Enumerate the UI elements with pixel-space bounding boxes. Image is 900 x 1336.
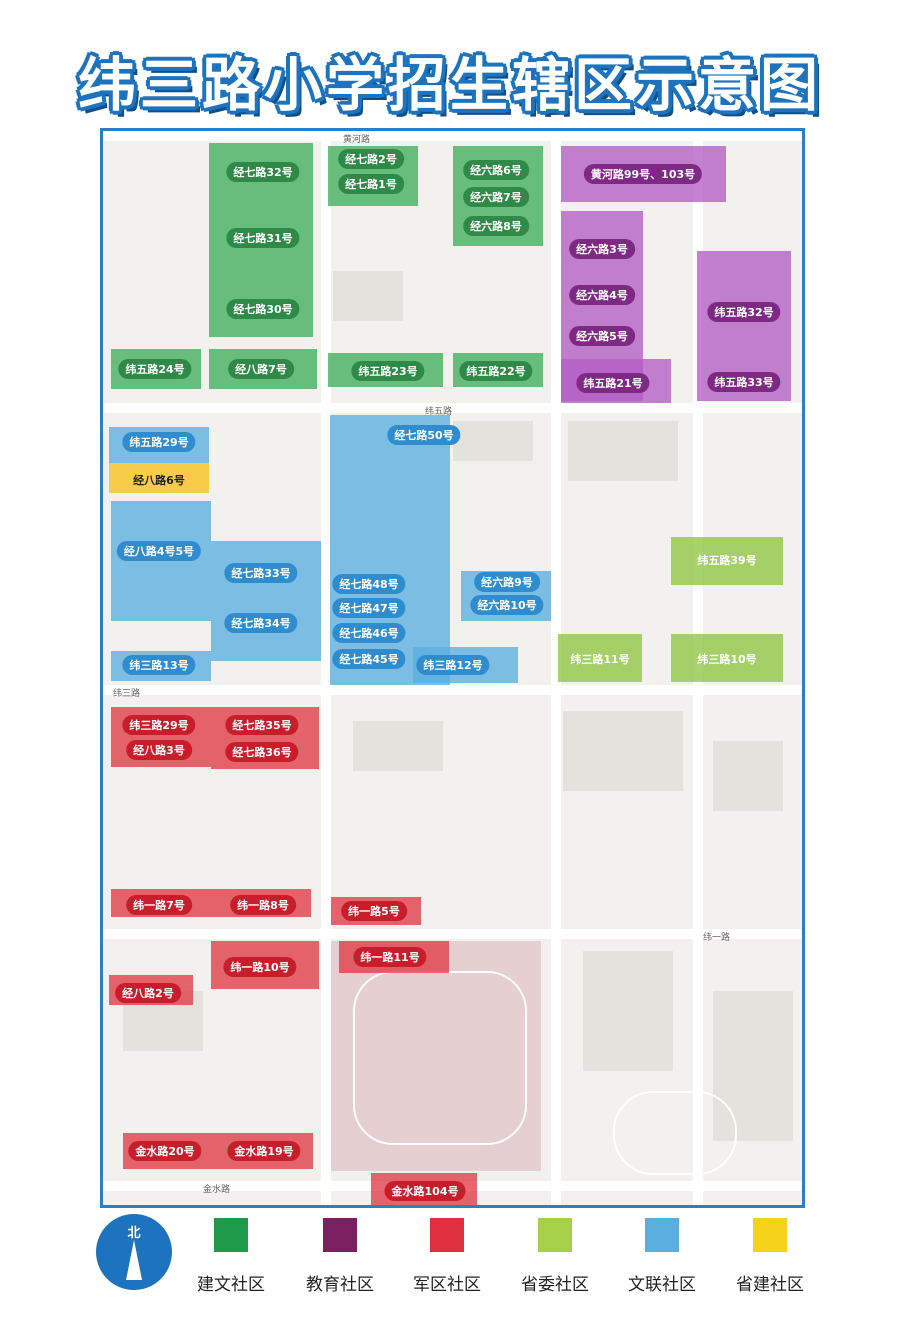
map-title: 纬三路小学招生辖区示意图 [77, 51, 822, 119]
street-wei1 [103, 929, 802, 939]
street-label-wei5: 纬五路 [425, 407, 453, 417]
zone-label: 经六路10号 [470, 595, 544, 615]
legend-swatch [645, 1218, 679, 1252]
zone-label: 经七路46号 [332, 623, 406, 643]
street-wei5 [103, 403, 802, 413]
zone-area [211, 541, 321, 661]
zone-label: 经七路36号 [225, 742, 299, 762]
legend-swatch [430, 1218, 464, 1252]
zone-label: 经七路48号 [332, 574, 406, 594]
legend-label: 文联社区 [628, 1275, 696, 1295]
zone-label: 经七路50号 [387, 425, 461, 445]
zone-label: 经七路2号 [338, 149, 404, 169]
zone-label: 经七路35号 [225, 715, 299, 735]
zone-label: 经六路8号 [463, 216, 529, 236]
street-jing6 [551, 131, 561, 1205]
zone-label: 纬五路32号 [707, 302, 781, 322]
zone-label: 黄河路99号、103号 [583, 164, 703, 184]
zone-label: 纬五路23号 [351, 361, 425, 381]
zone-label: 纬一路7号 [126, 895, 192, 915]
legend-swatch [538, 1218, 572, 1252]
legend-item: 教育社区 [285, 1218, 395, 1295]
zone-label: 纬五路29号 [122, 432, 196, 452]
zone-label: 经八路6号 [133, 474, 185, 487]
zone-label: 金水路19号 [227, 1141, 301, 1161]
zone-label: 纬三路11号 [570, 653, 630, 666]
legend-label: 教育社区 [306, 1275, 374, 1295]
street-jing7 [321, 131, 331, 1205]
zone-label: 纬五路22号 [459, 361, 533, 381]
north-arrow-icon [126, 1240, 142, 1280]
legend-swatch [214, 1218, 248, 1252]
legend-label: 军区社区 [413, 1275, 481, 1295]
zone-label: 纬五路33号 [707, 372, 781, 392]
legend-item: 文联社区 [607, 1218, 717, 1295]
zone-label: 纬一路11号 [353, 947, 427, 967]
zone-label: 经七路33号 [224, 563, 298, 583]
zone-label: 纬五路24号 [118, 359, 192, 379]
legend-item: 军区社区 [392, 1218, 502, 1295]
compass-north-label: 北 [127, 1226, 141, 1241]
legend-label: 省建社区 [736, 1275, 804, 1295]
zone-area [671, 634, 783, 682]
map-block [568, 421, 678, 481]
map-block [333, 271, 403, 321]
zone-label: 金水路104号 [384, 1181, 466, 1201]
zone-label: 纬五路21号 [576, 373, 650, 393]
legend-label: 建文社区 [197, 1275, 265, 1295]
stadium-track [353, 971, 527, 1145]
zone-label: 经六路9号 [474, 572, 540, 592]
street-label-wei3: 纬三路 [113, 689, 141, 699]
legend-swatch [323, 1218, 357, 1252]
street-huanghe [103, 131, 802, 141]
map-block [453, 421, 533, 461]
zone-area [111, 501, 211, 621]
zone-label: 经六路4号 [569, 285, 635, 305]
map-block [583, 951, 673, 1071]
zone-label: 金水路20号 [128, 1141, 202, 1161]
zone-area [558, 634, 642, 682]
zone-label: 经七路45号 [332, 649, 406, 669]
street-label-jinshui: 金水路 [203, 1185, 231, 1195]
district-map: 黄河路 纬五路 纬三路 纬一路 金水路 经七路32号经七路31号经七路30号经七… [100, 128, 805, 1208]
zone-label: 纬三路10号 [697, 653, 757, 666]
zone-label: 纬一路8号 [230, 895, 296, 915]
legend-item: 省委社区 [500, 1218, 610, 1295]
zone-label: 纬三路12号 [416, 655, 490, 675]
zone-label: 纬三路13号 [122, 655, 196, 675]
zone-label: 纬五路39号 [697, 554, 757, 567]
street-label-huanghe: 黄河路 [343, 135, 371, 145]
legend-label: 省委社区 [521, 1275, 589, 1295]
legend-item: 建文社区 [176, 1218, 286, 1295]
zone-label: 经八路4号5号 [116, 541, 202, 561]
zone-label: 经七路47号 [332, 598, 406, 618]
zone-label: 经六路6号 [463, 160, 529, 180]
north-compass-icon: 北 [96, 1214, 172, 1290]
zone-label: 经七路31号 [226, 228, 300, 248]
zone-label: 经七路1号 [338, 174, 404, 194]
zone-label: 经七路32号 [226, 162, 300, 182]
zone-label: 纬一路5号 [341, 901, 407, 921]
map-block [563, 711, 683, 791]
zone-area [671, 537, 783, 585]
zone-label: 纬一路10号 [223, 957, 297, 977]
zone-area [330, 415, 450, 685]
legend-swatch [753, 1218, 787, 1252]
zone-label: 经八路2号 [115, 983, 181, 1003]
zone-label: 经八路3号 [126, 740, 192, 760]
zone-area [109, 463, 209, 493]
zone-label: 经八路7号 [228, 359, 294, 379]
campus-track [613, 1091, 737, 1175]
zone-label: 经七路34号 [224, 613, 298, 633]
street-wei3 [103, 685, 802, 695]
legend-item: 省建社区 [715, 1218, 825, 1295]
zone-label: 经七路30号 [226, 299, 300, 319]
zone-label: 经六路5号 [569, 326, 635, 346]
zone-label: 纬三路29号 [122, 715, 196, 735]
map-block [353, 721, 443, 771]
zone-label: 经六路7号 [463, 187, 529, 207]
zone-label: 经六路3号 [569, 239, 635, 259]
map-block [713, 741, 783, 811]
street-label-wei1: 纬一路 [703, 933, 731, 943]
